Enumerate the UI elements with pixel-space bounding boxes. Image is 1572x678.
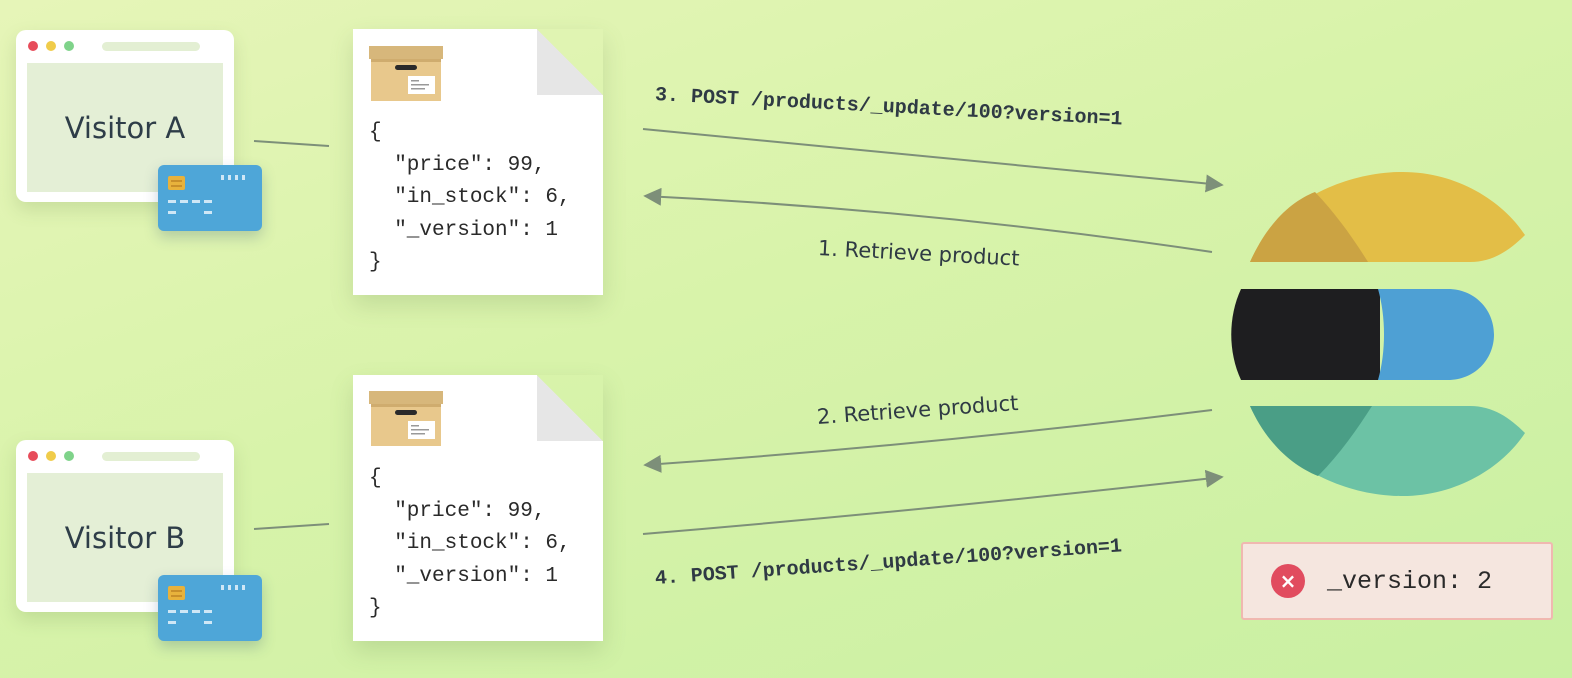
window-controls bbox=[28, 451, 74, 461]
close-dot-icon bbox=[28, 41, 38, 51]
logo-bottom-shade bbox=[1250, 406, 1372, 476]
archive-box-icon bbox=[369, 46, 443, 101]
page-fold bbox=[537, 29, 603, 95]
close-dot-icon bbox=[28, 451, 38, 461]
page-fold bbox=[537, 375, 603, 441]
window-controls bbox=[28, 41, 74, 51]
error-x-icon: × bbox=[1271, 564, 1305, 598]
logo-middle-dark bbox=[1231, 289, 1380, 380]
credit-card-details bbox=[168, 175, 245, 214]
arrow-step1 bbox=[643, 187, 1213, 253]
address-bar bbox=[102, 452, 200, 461]
minimize-dot-icon bbox=[46, 41, 56, 51]
visitor-b-connector bbox=[253, 523, 330, 530]
credit-card-details bbox=[168, 585, 245, 624]
version-conflict-error: × _version: 2 bbox=[1241, 542, 1553, 620]
address-bar bbox=[102, 42, 200, 51]
arrow-step4 bbox=[642, 469, 1224, 535]
archive-box-icon bbox=[369, 391, 443, 446]
visitor-b-label: Visitor B bbox=[64, 520, 186, 555]
credit-card-icon bbox=[158, 165, 262, 231]
maximize-dot-icon bbox=[64, 41, 74, 51]
minimize-dot-icon bbox=[46, 451, 56, 461]
document-json: { "price": 99, "in_stock": 6, "_version"… bbox=[369, 467, 571, 621]
logo-middle-blue bbox=[1378, 289, 1494, 380]
visitor-a-label: Visitor A bbox=[64, 110, 186, 145]
document-json: { "price": 99, "in_stock": 6, "_version"… bbox=[369, 121, 571, 275]
product-document-a: { "price": 99, "in_stock": 6, "_version"… bbox=[353, 29, 603, 295]
arrow-step2 bbox=[643, 409, 1213, 473]
visitor-a-connector bbox=[253, 140, 330, 147]
product-document-b: { "price": 99, "in_stock": 6, "_version"… bbox=[353, 375, 603, 641]
error-version-text: _version: 2 bbox=[1327, 566, 1493, 596]
credit-card-icon bbox=[158, 575, 262, 641]
maximize-dot-icon bbox=[64, 451, 74, 461]
logo-top-shade bbox=[1250, 192, 1368, 262]
arrow-step3 bbox=[642, 128, 1224, 193]
